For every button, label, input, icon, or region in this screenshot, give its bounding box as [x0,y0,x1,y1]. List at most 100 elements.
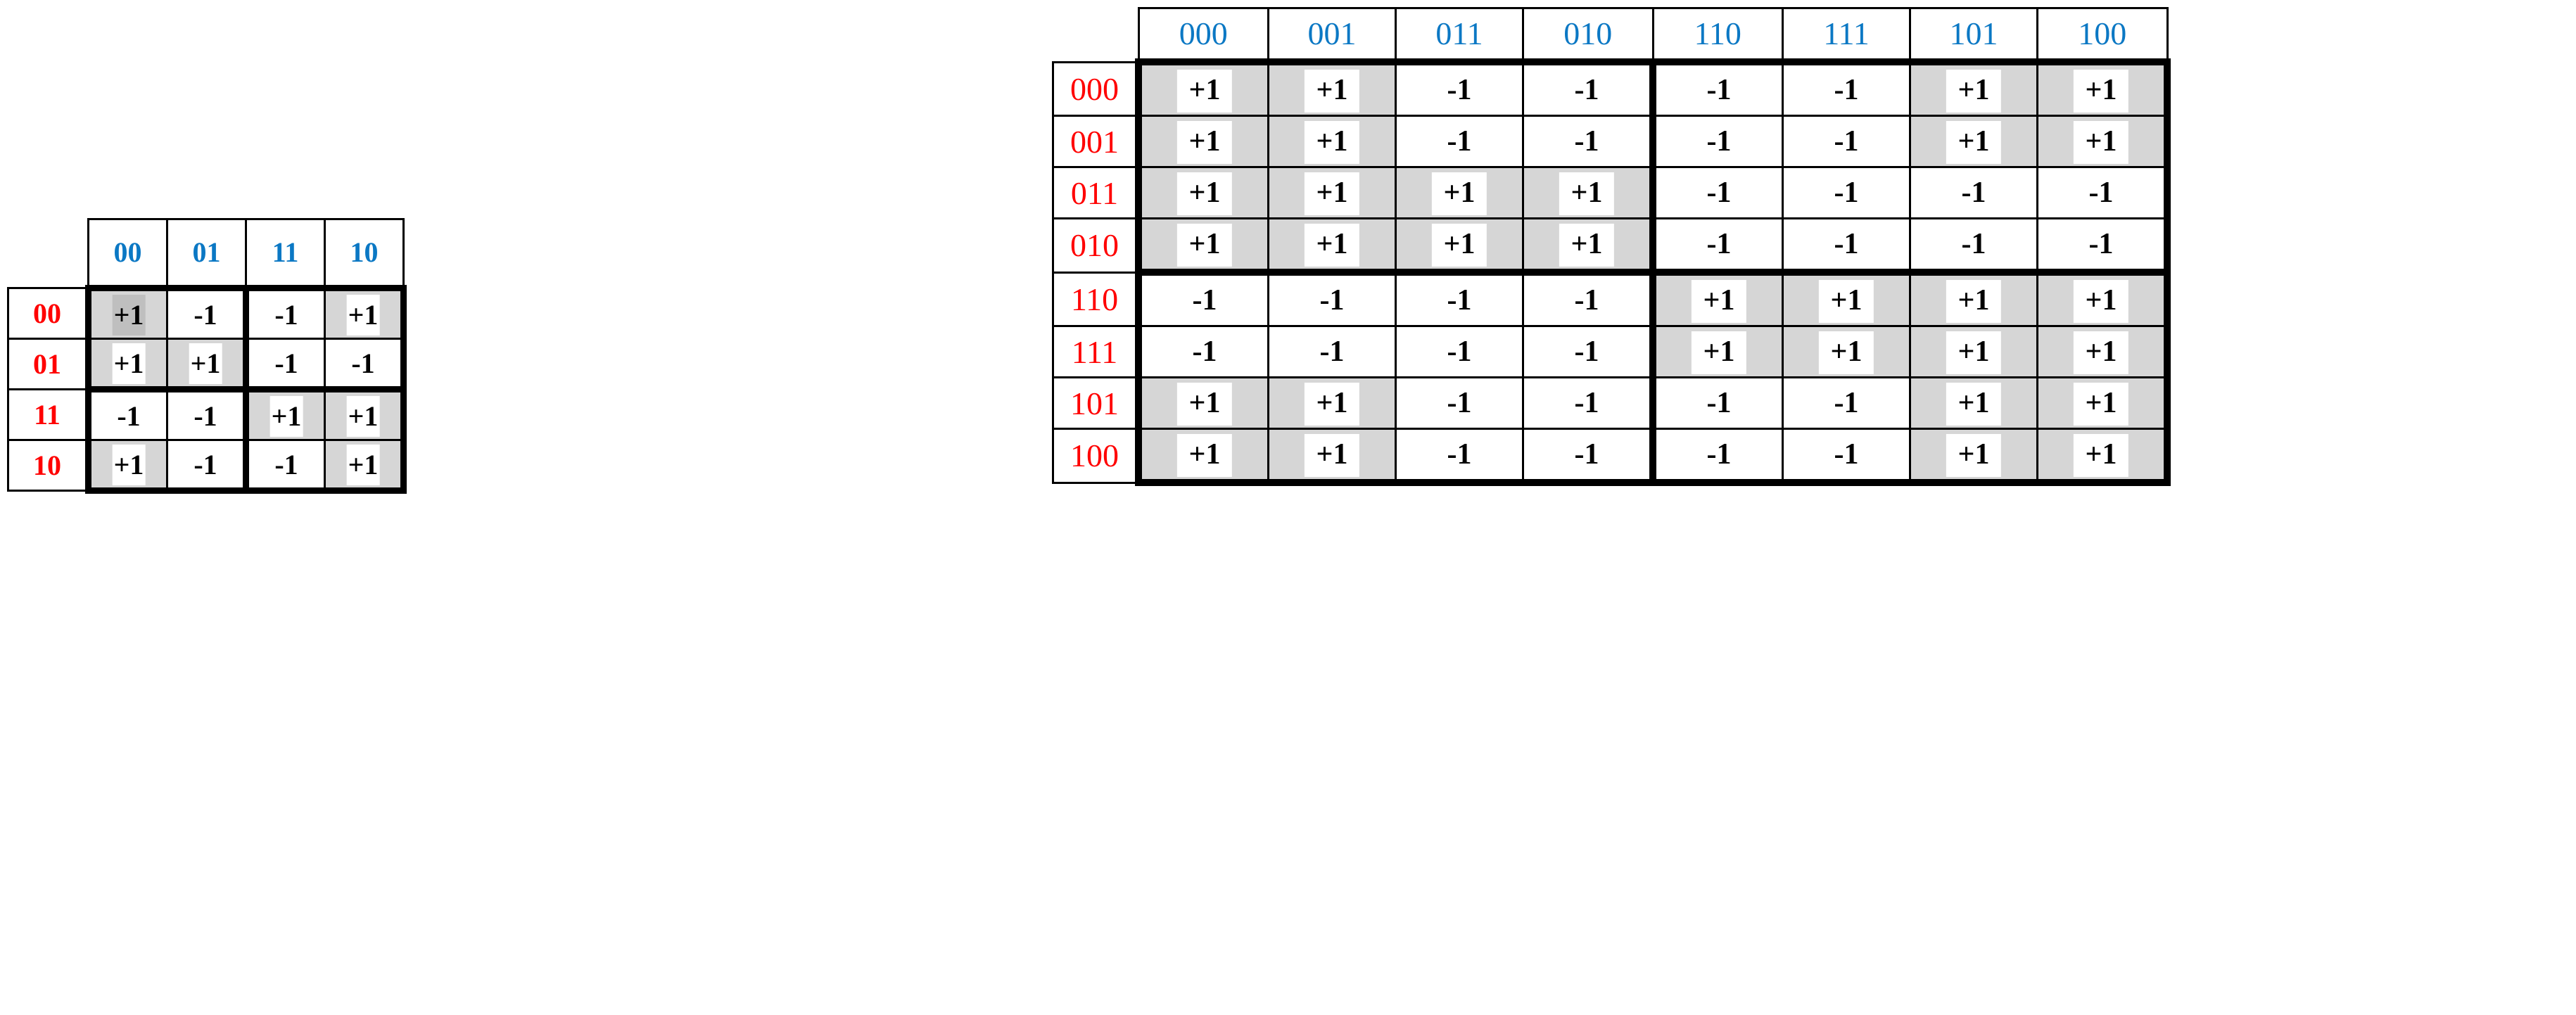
right-kmap-corner-spacer [1053,8,1139,63]
right-kmap-cell-value: -1 [1574,284,1599,317]
right-kmap-row-header-001: 001 [1052,115,1140,167]
left-kmap-cell-value: +1 [190,347,221,379]
right-kmap-cell-r000-c101: +1 [1909,58,2038,117]
right-kmap-cell-value: -1 [1574,438,1599,471]
left-kmap-cell-r10-c00: +1 [85,439,168,494]
right-kmap-cell-highlight-rect [1946,69,2002,113]
right-kmap-cell-value: +1 [1830,284,1863,317]
right-kmap-cell-r010-c000: +1 [1135,217,1269,274]
right-kmap-cell-r001-c000: +1 [1135,115,1269,168]
right-kmap-cell-value: +1 [1958,74,1990,106]
right-kmap-cell-value: +1 [1188,74,1221,106]
right-kmap-cell-value: +1 [1958,336,1990,368]
right-kmap-cell-value: -1 [1961,228,1986,260]
right-kmap-cell-highlight-rect [1818,331,1874,375]
right-kmap-cell-value: -1 [1319,284,1345,317]
right-kmap-cell-r111-c110: +1 [1649,325,1784,378]
right-kmap-cell-value: -1 [1706,228,1732,260]
left-kmap-table-row: 10+1-1-1+1 [7,439,407,494]
left-kmap-table-row: 11-1-1+1+1 [7,386,407,441]
right-kmap-row-header-100: 100 [1052,428,1140,484]
right-kmap-row-header-110: 110 [1052,271,1140,326]
left-kmap-cell-highlight-rect [346,445,380,486]
left-kmap-cell-value: +1 [271,400,302,432]
right-kmap-cell-highlight-rect [1946,382,2002,426]
right-kmap-cell-r111-c100: +1 [2036,325,2171,378]
right-kmap-table-row: 110-1-1-1-1+1+1+1+1 [1052,269,2171,327]
right-kmap-cell-r100-c111: -1 [1782,428,1911,486]
left-kmap-cell-highlight-rect [269,396,303,438]
right-kmap-cell-r001-c110: -1 [1649,115,1784,168]
right-kmap-cell-r111-c001: -1 [1267,325,1397,378]
right-kmap-cell-value: +1 [1316,387,1348,419]
right-kmap-cell-r110-c011: -1 [1395,269,1524,327]
right-kmap-cell-value: +1 [1316,228,1348,260]
right-kmap-cell-r101-c011: -1 [1395,376,1524,430]
right-kmap-cell-r100-c101: +1 [1909,428,2038,486]
right-kmap-column-header-100: 100 [2036,7,2169,63]
left-kmap-cell-r10-c10: +1 [324,439,407,494]
right-kmap-cell-r010-c100: -1 [2036,217,2171,274]
left-kmap-row-header-01: 01 [7,338,89,390]
right-kmap-cell-r011-c010: +1 [1522,166,1654,219]
right-kmap-cell-highlight-rect [1431,223,1487,267]
right-kmap-cell-r110-c111: +1 [1782,269,1911,327]
left-kmap-column-header-01: 01 [166,218,247,289]
right-kmap-cell-highlight-rect [2073,433,2129,478]
right-kmap-cell-value: +1 [1958,438,1990,471]
right-kmap-cell-highlight-rect [1176,120,1233,165]
right-kmap-cell-value: +1 [1443,228,1476,260]
left-kmap-cell-value: -1 [117,400,141,432]
left-kmap-column-header-00: 00 [87,218,168,289]
right-kmap-cell-r101-c111: -1 [1782,376,1911,430]
right-kmap-cell-r110-c001: -1 [1267,269,1397,327]
right-kmap-cell-value: -1 [1447,387,1472,419]
right-kmap-cell-value: -1 [1447,74,1472,106]
right-kmap-cell-value: -1 [1447,336,1472,368]
right-kmap-cell-value: +1 [1316,74,1348,106]
right-kmap-row-header-011: 011 [1052,166,1140,219]
left-kmap-table-row: 00+1-1-1+1 [7,285,407,340]
right-kmap-cell-value: +1 [1703,284,1735,317]
right-kmap-column-header-010: 010 [1522,7,1654,63]
right-kmap-cell-r111-c000: -1 [1135,325,1269,378]
right-kmap-column-header-000: 000 [1137,7,1269,63]
right-kmap-cell-highlight-rect [1818,279,1874,324]
left-kmap-cell-r11-c10: +1 [324,386,407,441]
right-kmap-cell-r001-c010: -1 [1522,115,1654,168]
left-kmap-cell-highlight-rect [112,343,146,385]
left-kmap-row-header-11: 11 [7,388,89,441]
right-kmap-cell-highlight-rect [1691,279,1747,324]
left-kmap-table-row: 01+1+1-1-1 [7,338,407,390]
right-kmap-cell-r111-c010: -1 [1522,325,1654,378]
right-kmap-cell-value: -1 [2088,177,2114,209]
left-kmap-row-header-00: 00 [7,287,89,340]
left-kmap-cell-r00-c01: -1 [166,285,247,340]
left-kmap-cell-value: -1 [274,298,298,331]
right-kmap-cell-r100-c000: +1 [1135,428,1269,486]
right-kmap-cell-value: -1 [1574,74,1599,106]
left-kmap-cell-r01-c10: -1 [324,338,407,390]
right-kmap-cell-value: +1 [1188,438,1221,471]
right-kmap-cell-value: -1 [1706,387,1732,419]
right-kmap-cell-value: +1 [1958,387,1990,419]
right-kmap-cell-r010-c011: +1 [1395,217,1524,274]
left-kmap-column-header-10: 10 [324,218,405,289]
right-kmap-cell-r011-c011: +1 [1395,166,1524,219]
right-kmap-cell-value: -1 [1706,74,1732,106]
right-kmap-cell-r000-c011: -1 [1395,58,1524,117]
right-kmap-cell-value: +1 [1316,438,1348,471]
right-kmap-cell-r101-c101: +1 [1909,376,2038,430]
right-kmap-cell-highlight-rect [1946,331,2002,375]
left-kmap-cell-value: -1 [274,347,298,379]
right-kmap-cell-value: -1 [1834,387,1859,419]
right-kmap-cell-r100-c011: -1 [1395,428,1524,486]
right-kmap-cell-highlight-rect [1304,69,1360,113]
left-kmap-column-header-11: 11 [245,218,326,289]
right-kmap-cell-value: +1 [2085,387,2117,419]
right-kmap-cell-value: -1 [1834,438,1859,471]
right-kmap-cell-r000-c111: -1 [1782,58,1911,117]
